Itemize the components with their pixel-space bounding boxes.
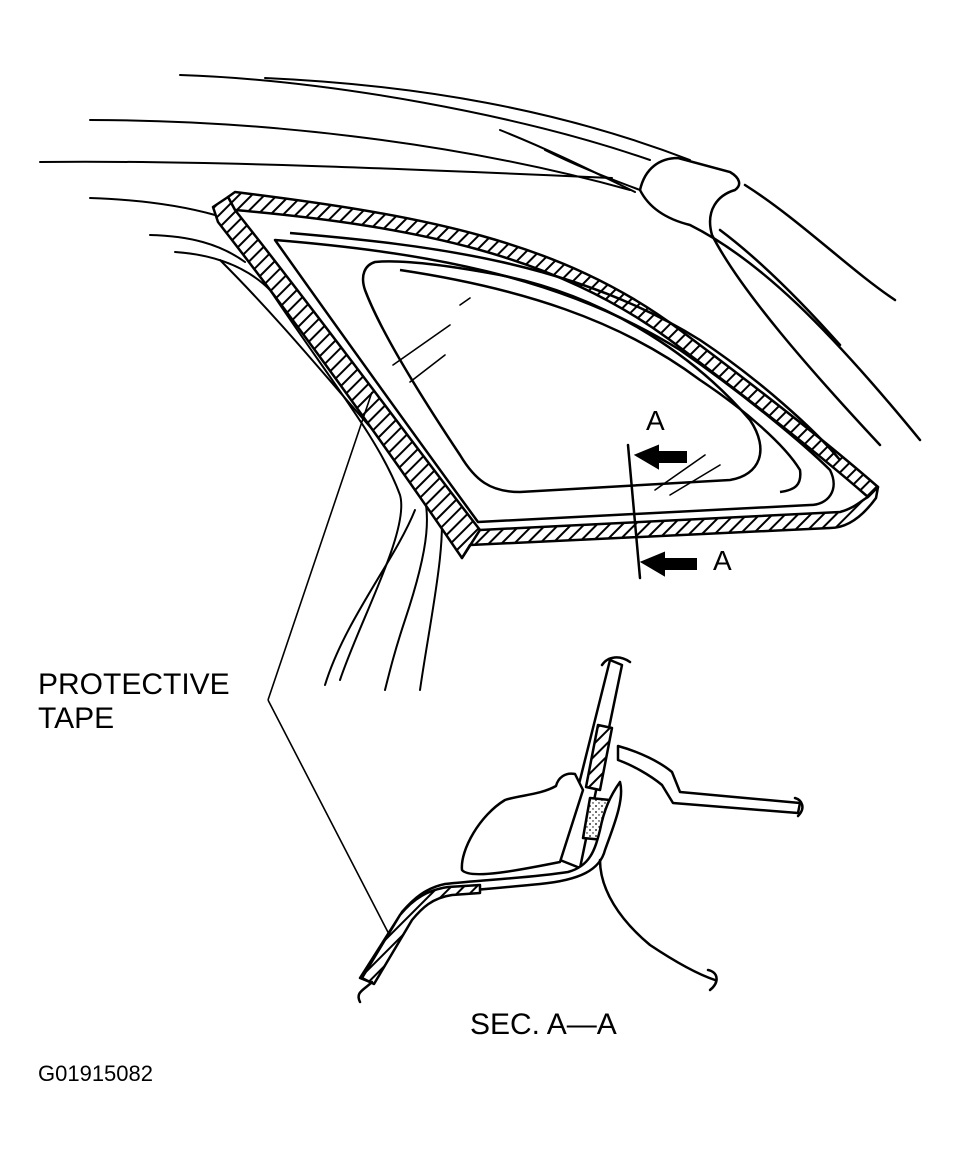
section-arrow-lower <box>639 551 697 577</box>
quarter-glass <box>273 231 841 524</box>
protective-tape-leaders <box>267 391 393 941</box>
figure-code: G01915082 <box>38 1061 153 1086</box>
protective-tape-label-line1: PROTECTIVE <box>38 668 230 701</box>
protective-tape-hatched <box>211 190 880 560</box>
glass-reflection-marks <box>392 297 721 496</box>
protective-tape-label: PROTECTIVE TAPE <box>38 668 230 735</box>
section-arrow-upper <box>633 444 687 470</box>
section-mark-lower: A <box>713 545 732 576</box>
roof-lines <box>39 74 691 193</box>
protective-tape-label-line2: TAPE <box>38 701 115 735</box>
section-a-a-detail <box>357 656 804 1004</box>
drip-rail <box>638 156 922 447</box>
section-mark-upper: A <box>646 405 665 436</box>
section-cut-line <box>626 443 642 580</box>
section-title: SEC. A—A <box>470 1008 617 1041</box>
